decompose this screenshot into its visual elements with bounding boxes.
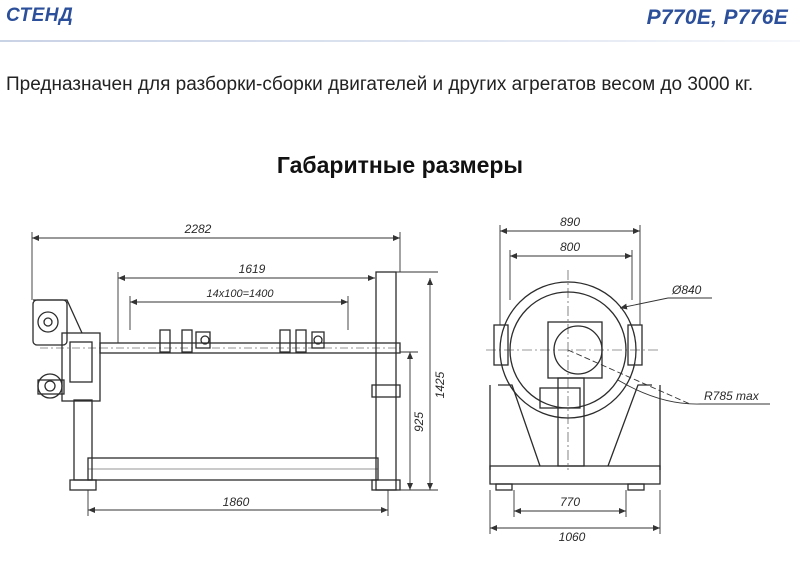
side-view: [32, 271, 401, 491]
dim-base-length: 1860: [223, 495, 250, 509]
dim-ring-width: 800: [560, 240, 580, 254]
dimensions-heading: Габаритные размеры: [276, 152, 524, 178]
dim-length-1619: 1619: [239, 262, 266, 276]
header: СТЕНД P770E, P776E: [0, 0, 800, 44]
dim-height-overall: 1425: [433, 371, 447, 398]
front-view: [489, 281, 661, 491]
product-description: Предназначен для разборки-сборки двигате…: [6, 74, 754, 95]
header-divider: [0, 40, 800, 42]
dim-base-outer: 1060: [559, 530, 586, 544]
dim-axis-height: 925: [412, 412, 426, 432]
model-numbers-title: P770E, P776E: [646, 6, 788, 29]
dim-overall-width: 890: [560, 215, 580, 229]
dim-pitch: 14x100=1400: [207, 288, 275, 300]
dim-overall-length: 2282: [184, 222, 212, 236]
product-type-title: СТЕНД: [6, 5, 74, 26]
dim-ring-diameter: Ø840: [671, 283, 702, 297]
technical-drawing: 2282 1619 14x100=1400 1425 925 1860: [0, 180, 800, 565]
dim-swing-radius: R785 max: [704, 389, 760, 403]
dim-base-inner: 770: [560, 495, 580, 509]
